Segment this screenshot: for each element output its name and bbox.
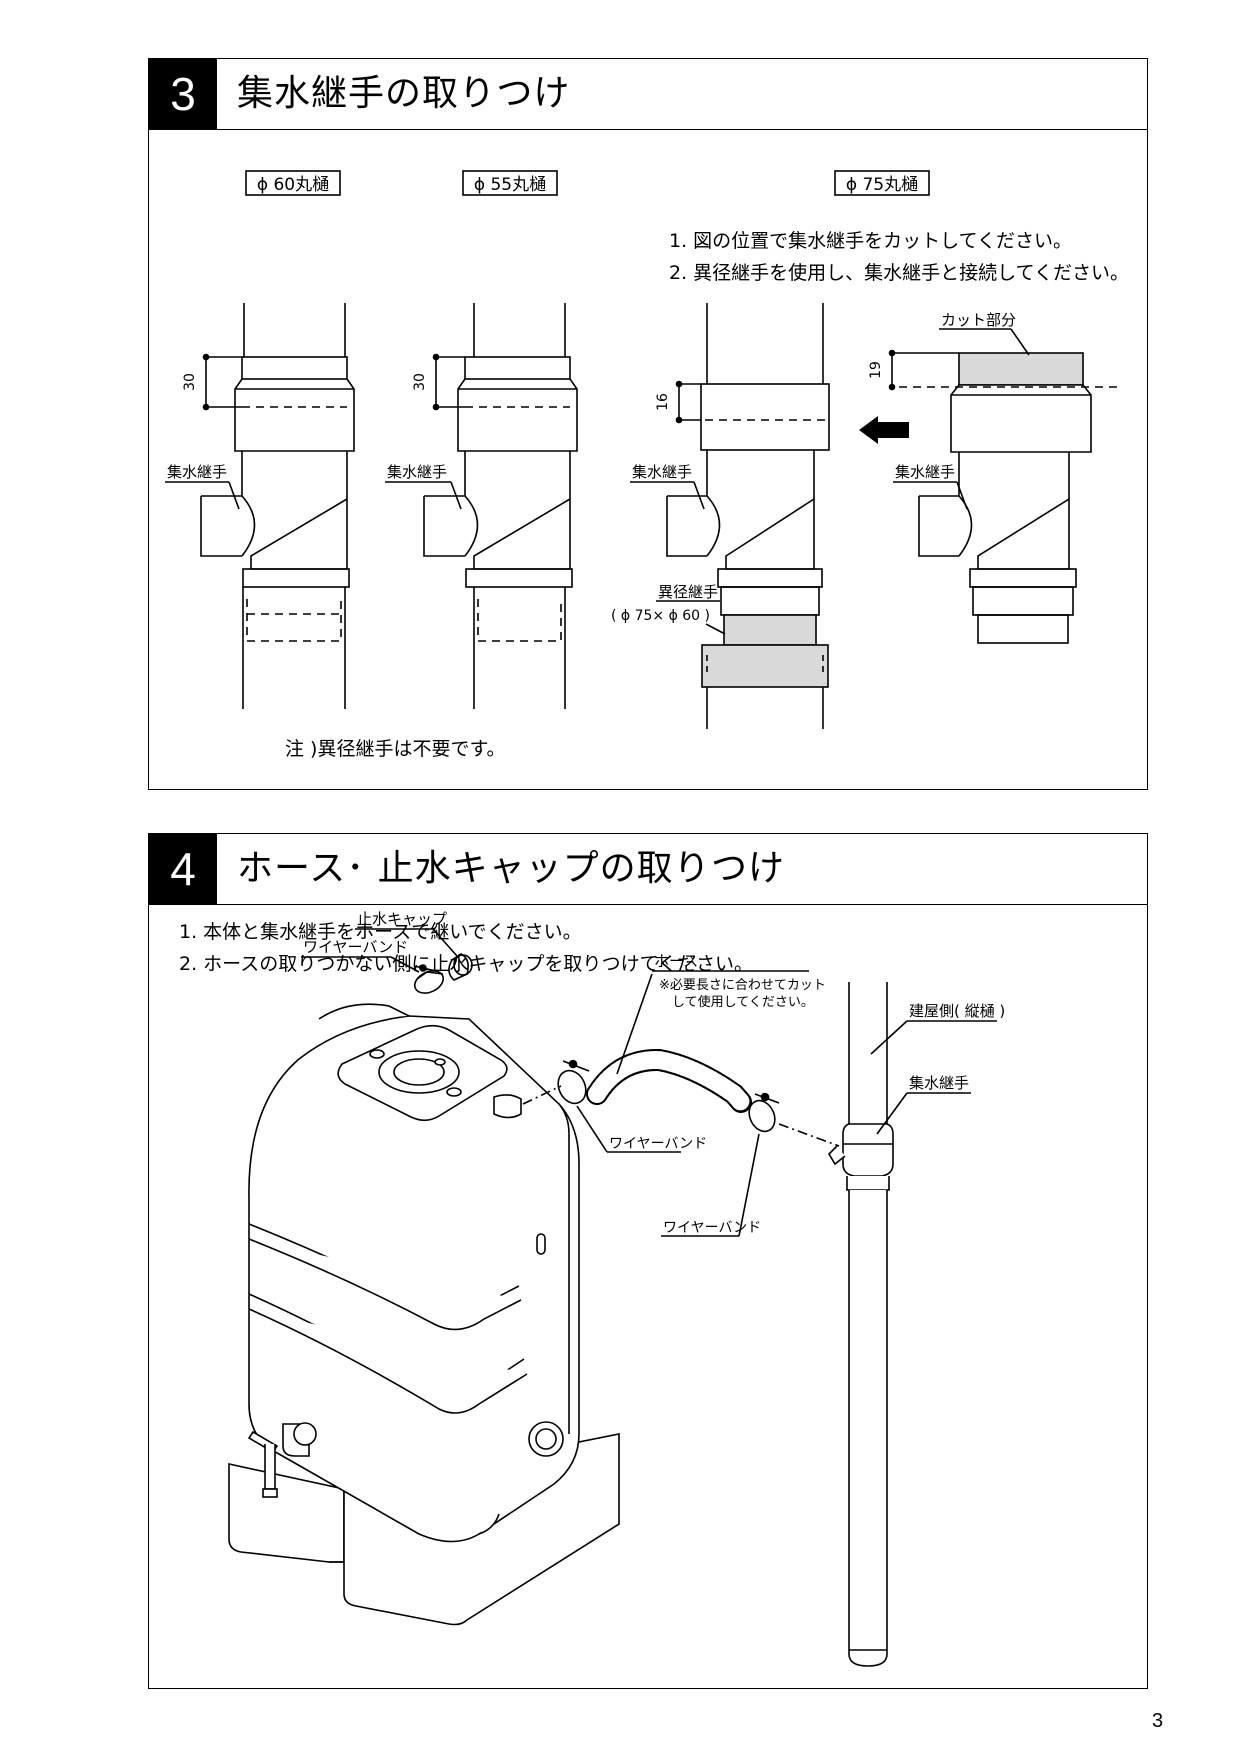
column-label-75: ϕ 75丸樋 [846, 175, 918, 195]
section-3: 3 集水継手の取りつけ 1. 図の位置で集水継手をカットしてください。 2. 異… [148, 58, 1148, 790]
joint-label-cut: 集水継手 [895, 463, 955, 481]
column-label-box-60 [245, 170, 341, 196]
dimension-19: 19 [868, 361, 884, 379]
hose-note-2: して使用してください。 [672, 994, 814, 1010]
section-3-note: 注 )異径継手は不要です。 [285, 738, 506, 760]
step-1: 1. 図の位置で集水継手をカットしてください。 [669, 230, 1073, 252]
joint-assembly-55: 30 集水継手 [385, 303, 578, 709]
joint-label: 集水継手 [909, 1074, 969, 1092]
hose-note-1: ※必要長さに合わせてカット [659, 978, 826, 993]
section-3-steps: 1. 図の位置で集水継手をカットしてください。 2. 異径継手を使用し、集水継手… [669, 225, 1129, 289]
cut-part-label: カット部分 [941, 311, 1016, 329]
column-label-60: ϕ 60丸樋 [257, 175, 329, 195]
section-4: 4 ホース･ 止水キャップの取りつけ 1. 本体と集水継手をホースで継いでくださ… [148, 833, 1148, 1689]
page-number: 3 [1152, 1710, 1164, 1732]
wire-band-label-3: ワイヤーバンド [663, 1220, 761, 1236]
joint-assembly-cut: 19 カット部分 集水継手 [868, 311, 1119, 644]
reducer-size: ( ϕ 75× ϕ 60 ) [611, 608, 710, 624]
column-label-55: ϕ 55丸樋 [474, 175, 546, 195]
hose-label: ホース [654, 952, 698, 970]
dimension-30-a: 30 [182, 373, 198, 391]
gutter-joint-diagram: ϕ 60丸樋 ϕ 55丸樋 ϕ 75丸樋 [165, 170, 1119, 729]
section-3-number: 3 [149, 59, 217, 129]
stop-cap-label: 止水キャップ [357, 910, 447, 928]
downspout [827, 982, 894, 1667]
rain-tank [228, 1003, 620, 1626]
step-2: 2. 異径継手を使用し、集水継手と接続してください。 [669, 262, 1130, 284]
joint-label-55: 集水継手 [387, 463, 447, 481]
section-4-title: ホース･ 止水キャップの取りつけ [237, 848, 786, 889]
left-arrow-icon [859, 416, 909, 444]
section-3-header: 3 集水継手の取りつけ [149, 59, 1147, 130]
section-4-number: 4 [149, 834, 217, 904]
joint-label-75: 集水継手 [632, 463, 692, 481]
hose-installation-diagram: 止水キャップ ワイヤーバンド ホース ※必要長さに合わせてカット して使用してく… [228, 910, 1005, 1667]
step-2: 2. ホースの取りつかない側に止水キャップを取りつけてください。 [179, 953, 754, 975]
downspout-label: 建屋側( 縦樋 ) [909, 1002, 1005, 1020]
step-1: 1. 本体と集水継手をホースで継いでください。 [179, 921, 582, 943]
section-4-steps: 1. 本体と集水継手をホースで継いでください。 2. ホースの取りつかない側に止… [179, 916, 753, 980]
wire-band-label-2: ワイヤーバンド [609, 1136, 707, 1152]
joint-assembly-75: 16 集水継手 異径継手 ( ϕ 75× ϕ 60 ) [611, 303, 909, 729]
joint-assembly-60: 30 集水継手 [165, 303, 355, 709]
joint-label-60: 集水継手 [167, 463, 227, 481]
reducer-label: 異径継手 [658, 583, 718, 601]
hose-assembly [522, 1049, 840, 1147]
dimension-30-b: 30 [412, 373, 428, 391]
stop-cap-assembly [413, 953, 473, 994]
dimension-16: 16 [655, 393, 671, 411]
section-4-header: 4 ホース･ 止水キャップの取りつけ [149, 834, 1147, 905]
wire-band-label-1: ワイヤーバンド [303, 938, 408, 956]
column-label-box-75 [834, 170, 930, 196]
section-3-title: 集水継手の取りつけ [237, 73, 571, 114]
column-label-box-55 [462, 170, 558, 196]
